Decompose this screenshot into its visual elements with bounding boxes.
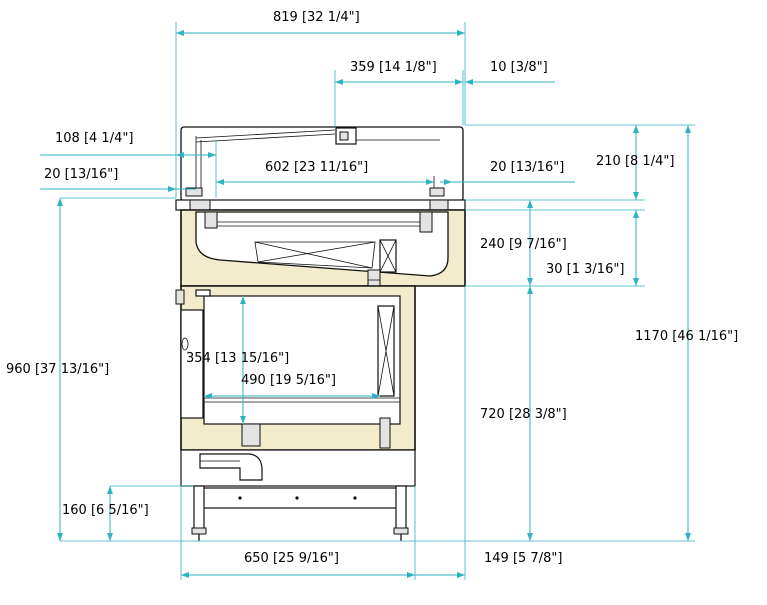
door-panel [180, 309, 204, 419]
label-lip-height: 30 [1 3/16"] [546, 262, 624, 277]
label-glass-thickness: 20 [13/16"] [44, 167, 118, 182]
label-right-offset: 10 [3/8"] [490, 60, 548, 75]
counter-top [175, 199, 466, 211]
dimension-labels: 819 [32 1/4"] 359 [14 1/8"] 10 [3/8"] 10… [6, 10, 738, 566]
label-canopy-height: 210 [8 1/4"] [596, 154, 674, 169]
label-shelf-width: 602 [23 11/16"] [265, 160, 368, 175]
label-leg-height: 160 [6 5/16"] [62, 503, 149, 518]
label-overhang: 149 [5 7/8"] [484, 551, 562, 566]
leg-left [193, 485, 205, 531]
label-overall-height: 1170 [46 1/16"] [635, 329, 738, 344]
label-base-width: 650 [25 9/16"] [244, 551, 339, 566]
leg-right [395, 485, 407, 531]
undercarriage-rail [199, 487, 401, 509]
label-well-depth: 240 [9 7/16"] [480, 237, 567, 252]
cabinet-opening [203, 295, 401, 425]
label-inner-depth: 359 [14 1/8"] [350, 60, 437, 75]
label-base-height: 720 [28 3/8"] [480, 407, 567, 422]
label-counter-height: 960 [37 13/16"] [6, 362, 109, 377]
label-cabinet-height: 354 [13 15/16"] [186, 351, 289, 366]
label-right-glass: 20 [13/16"] [490, 160, 564, 175]
label-overall-width: 819 [32 1/4"] [273, 10, 360, 25]
label-cabinet-width: 490 [19 5/16"] [241, 373, 336, 388]
unit-section [175, 126, 466, 541]
label-left-offset: 108 [4 1/4"] [55, 131, 133, 146]
dimension-lines [40, 22, 695, 580]
